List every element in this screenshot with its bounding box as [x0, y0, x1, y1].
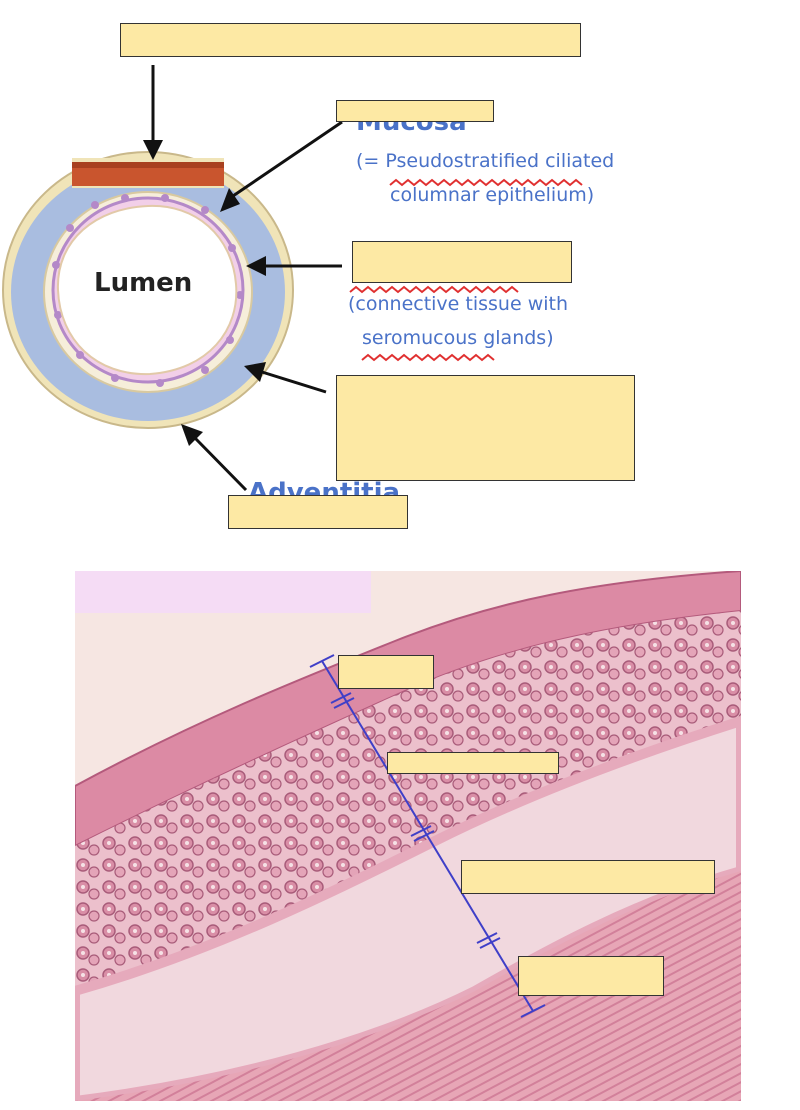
epithelium-cells: [52, 194, 244, 387]
label-box-micro-submucosa[interactable]: [387, 752, 559, 774]
spellcheck-squiggles: [349, 178, 583, 362]
label-box-adventitia[interactable]: [228, 495, 408, 529]
submucosa-description-line1: (connective tissue with: [348, 293, 569, 315]
histology-micrograph: [75, 571, 741, 1101]
label-box-micro-mucosa[interactable]: [338, 655, 434, 689]
label-box-cartilage[interactable]: [336, 375, 635, 481]
lumen-label: Lumen: [94, 268, 193, 298]
trachealis-muscle-shade: [72, 162, 224, 168]
cartilage-layer: [75, 715, 741, 1101]
label-box-submucosa[interactable]: [352, 241, 572, 283]
mucosa-description-line1: (= Pseudostratified ciliated: [356, 150, 615, 172]
micrograph-tissue: [75, 571, 741, 1101]
submucosa-glands: [75, 611, 741, 991]
label-box-mucosa[interactable]: [336, 100, 494, 122]
trachea-cross-section-diagram: [2, 65, 583, 492]
label-box-micro-cartilage[interactable]: [461, 860, 715, 894]
corner-band: [75, 571, 371, 613]
measurement-line: [309, 654, 546, 1018]
mucosa-description-line2: columnar epithelium): [390, 184, 595, 206]
label-box-micro-adventitia[interactable]: [518, 956, 664, 996]
lumen-area: [56, 204, 238, 376]
adventitia-layer: [75, 871, 741, 1101]
label-box-trachealis[interactable]: [120, 23, 581, 57]
submucosa-description-line2: seromucous glands): [362, 327, 554, 349]
pointer-arrows: [143, 65, 343, 492]
